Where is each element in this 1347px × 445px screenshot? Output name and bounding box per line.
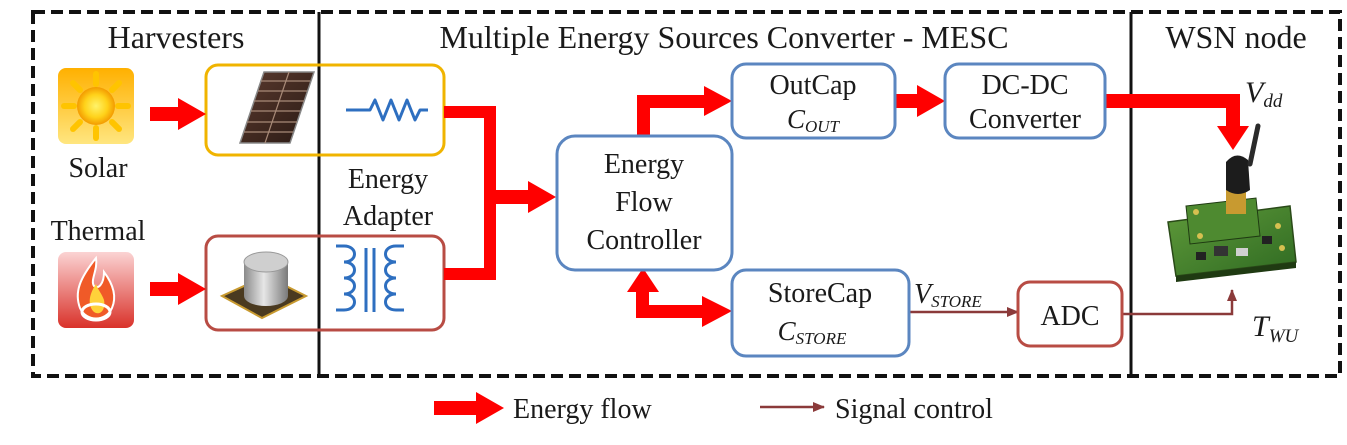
dcdc-converter-block: DC-DC Converter: [943, 62, 1107, 140]
controller-to-outcap-head: [704, 86, 732, 116]
section-title-harvesters: Harvesters: [108, 19, 245, 55]
adc-label: ADC: [1040, 301, 1099, 332]
thermal-energy-arrow-shaft: [150, 282, 180, 296]
wsn-node-board-icon: [1167, 123, 1297, 282]
controller-storecap-up-head: [627, 268, 659, 292]
dcdc-border: [943, 62, 1107, 140]
section-title-mesc: Multiple Energy Sources Converter - MESC: [439, 19, 1008, 55]
controller-to-outcap-path: [637, 95, 706, 136]
outer-dashed-frame: [31, 10, 1342, 378]
thermal-energy-arrow-head: [178, 273, 206, 305]
section-title-wsn: WSN node: [1165, 19, 1306, 55]
controller-line1: Energy: [604, 149, 684, 180]
controller-line2: Flow: [615, 187, 673, 218]
section-frames: [31, 10, 1342, 378]
adapter-label-line2: Adapter: [343, 201, 434, 232]
controller-storecap-right-head: [702, 296, 732, 327]
solar-panel-box: [204, 63, 446, 157]
dcdc-to-wsn-down-head: [1217, 126, 1249, 150]
signal-lines: [909, 289, 1237, 317]
flame-icon: [76, 255, 116, 322]
adc-border: [1016, 280, 1124, 348]
thermal-adapter-border: [204, 234, 446, 332]
thermal-generator-icon: [219, 251, 309, 320]
legend-energy-flow-label: Energy flow: [513, 394, 652, 425]
merge-to-controller-shaft: [484, 190, 530, 204]
dcdc-to-wsn-path: [1105, 94, 1240, 108]
dcdc-line1: DC-DC: [981, 70, 1068, 101]
sun-icon: [61, 71, 131, 141]
energy-flow-arrows: [150, 85, 1249, 327]
vstore-label: VSTORE: [914, 279, 982, 311]
twu-label: TWU: [1252, 310, 1300, 347]
dcdc-line2: Converter: [969, 104, 1082, 135]
legend-signal-control-label: Signal control: [835, 394, 993, 425]
thermal-source: Thermal: [51, 216, 146, 328]
controller-storecap-path: [636, 290, 704, 318]
outcap-block: OutCap COUT: [730, 62, 897, 140]
outcap-label: OutCap: [769, 70, 856, 101]
solar-label: Solar: [68, 153, 128, 184]
outcap-symbol: COUT: [787, 104, 841, 136]
controller-line3: Controller: [586, 225, 702, 256]
twu-signal-line: [1122, 289, 1237, 316]
resistor-icon: [346, 98, 428, 122]
storecap-block: StoreCap CSTORE: [730, 268, 911, 358]
thermal-label: Thermal: [51, 216, 146, 247]
solar-source: Solar: [58, 68, 134, 184]
controller-border: [555, 134, 734, 272]
storecap-border: [730, 268, 911, 358]
merge-to-controller-head: [528, 181, 556, 213]
adc-block: ADC: [1016, 280, 1124, 348]
adapter-label-line1: Energy: [348, 164, 428, 195]
dcdc-to-wsn-down-shaft: [1226, 94, 1240, 128]
legend: Energy flow Signal control: [434, 392, 993, 425]
solar-energy-arrow-shaft: [150, 107, 180, 121]
energy-flow-controller-block: Energy Flow Controller: [555, 134, 734, 272]
outcap-border: [730, 62, 897, 140]
outcap-to-dcdc-shaft: [895, 94, 919, 108]
vdd-label: Vdd: [1245, 76, 1283, 112]
storecap-symbol: CSTORE: [778, 316, 847, 348]
solar-energy-arrow-head: [178, 98, 206, 130]
transformer-icon: [336, 244, 404, 312]
storecap-label: StoreCap: [768, 278, 872, 309]
legend-energy-flow-arrow: [434, 392, 504, 424]
thermal-generator-box: [204, 234, 446, 332]
outcap-to-dcdc-head: [917, 85, 945, 117]
solar-panel-icon: [238, 71, 316, 144]
